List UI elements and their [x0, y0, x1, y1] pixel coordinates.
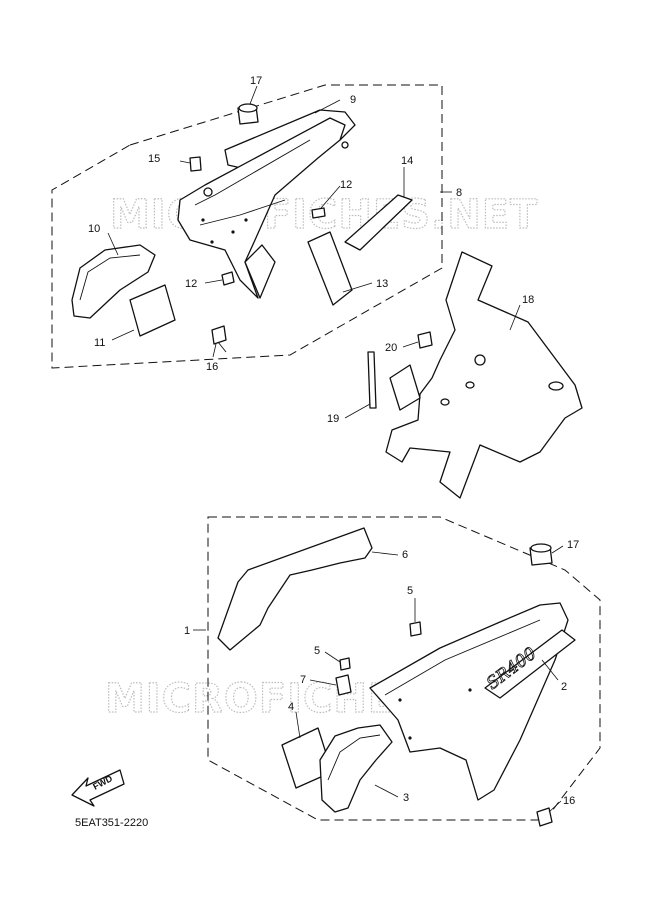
callout-4: 4 [288, 701, 294, 713]
part-10-cover-lens [71, 244, 156, 319]
part-3-cover-lens [319, 724, 393, 813]
callout-14: 14 [401, 155, 413, 167]
part-11-plate [129, 284, 176, 337]
callout-1: 1 [184, 625, 190, 637]
part-16-bolt-lower [536, 807, 553, 827]
callout-17b: 17 [567, 539, 579, 551]
callout-15: 15 [148, 153, 160, 165]
callout-12a: 12 [340, 179, 352, 191]
callout-13: 13 [376, 278, 388, 290]
part-19-strap [367, 351, 377, 409]
part-5-pad-b [339, 657, 351, 671]
part-15-block [189, 156, 202, 172]
callout-9: 9 [350, 94, 356, 106]
right-cover-body [369, 602, 569, 801]
callout-7: 7 [300, 674, 306, 686]
callout-18: 18 [522, 294, 534, 306]
callout-2: 2 [561, 681, 567, 693]
callout-16b: 16 [563, 795, 575, 807]
callout-6: 6 [402, 549, 408, 561]
part-5-pad-a [409, 621, 422, 637]
part-6-damper-sheet [217, 527, 373, 651]
leader-lines [107, 85, 564, 813]
part-16-bolt-upper [211, 325, 227, 345]
part-12-pad-lower [221, 271, 235, 286]
callout-5a: 5 [407, 585, 413, 597]
part-13-strip [307, 231, 353, 306]
callout-labels: 17 9 8 15 12 14 10 12 13 11 16 18 20 19 … [88, 75, 579, 807]
callout-10: 10 [88, 223, 100, 235]
callout-11: 11 [94, 337, 105, 349]
callout-16a: 16 [206, 361, 218, 373]
fwd-arrow-icon: FWD [71, 769, 125, 807]
callout-17a: 17 [250, 75, 262, 87]
callout-3: 3 [403, 792, 409, 804]
part-14-strip [344, 194, 413, 251]
callout-12b: 12 [185, 278, 197, 290]
part-18-bracket [385, 251, 583, 499]
part-20-bolt [417, 331, 433, 349]
part-12-pad-upper [311, 207, 326, 219]
callout-20: 20 [385, 342, 397, 354]
bracket-group [367, 251, 583, 499]
part-7-pad [335, 674, 352, 696]
callout-5b: 5 [314, 645, 320, 657]
callout-19: 19 [327, 413, 339, 425]
diagram-code: 5EAT351-2220 [75, 817, 148, 829]
callout-8: 8 [456, 187, 462, 199]
upper-left-cover-group [51, 84, 443, 369]
lower-right-cover-group: SR400 [207, 516, 601, 827]
